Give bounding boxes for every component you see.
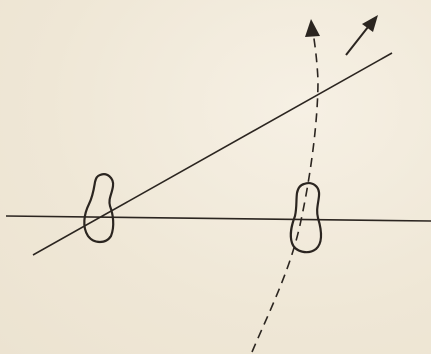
horizontal-line bbox=[6, 216, 431, 221]
dashed-path-arrowhead bbox=[305, 19, 320, 37]
dashed-curved-path bbox=[252, 32, 318, 352]
left-footprint bbox=[84, 174, 113, 242]
inclined-line bbox=[33, 53, 392, 255]
solid-arrow bbox=[346, 15, 378, 55]
